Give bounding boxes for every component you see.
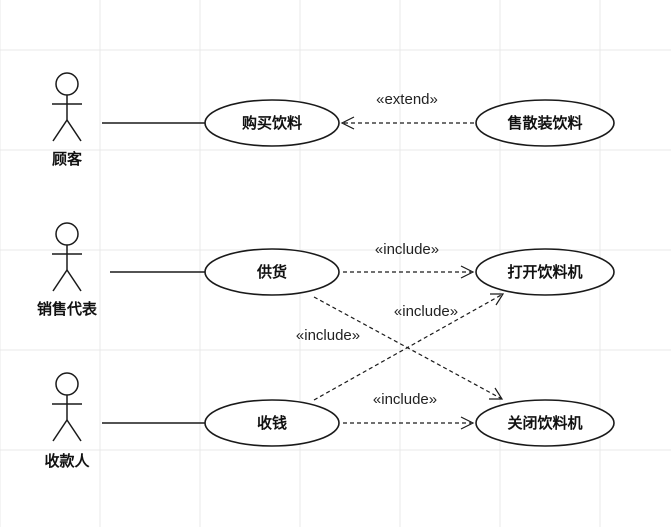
use-case-open[interactable]: 打开饮料机	[475, 248, 615, 296]
stereotype-include-supply-close-label: «include»	[296, 327, 360, 344]
stereotype-include-collect-close-label: «include»	[373, 391, 437, 408]
stereotype-include-collect-open-label: «include»	[394, 303, 458, 320]
use-case-open-label: 打开饮料机	[507, 263, 582, 281]
arrowhead-include-supply-close	[489, 387, 504, 400]
use-case-buy[interactable]: 购买饮料	[204, 99, 340, 147]
stick-figure-icon	[52, 72, 82, 142]
actor-cashier-label: 收款人	[44, 452, 90, 470]
stick-figure-icon	[52, 222, 82, 292]
stereotype-labels: «extend» «include» «include» «include» «…	[296, 91, 458, 408]
use-case-close[interactable]: 关闭饮料机	[475, 399, 615, 447]
actor-sales-rep[interactable]: 销售代表	[37, 222, 98, 318]
stick-figure-icon	[52, 372, 82, 442]
dependency-include-supply-close	[313, 296, 503, 400]
stereotype-include-supply-open-label: «include»	[375, 241, 439, 258]
use-case-supply-ellipse	[204, 248, 340, 296]
use-case-collect-label: 收钱	[257, 414, 287, 432]
stereotype-extend-label: «extend»	[376, 91, 438, 108]
use-cases: 购买饮料 售散装饮料 供货 打开饮料机 收钱 关闭饮料机	[204, 99, 615, 447]
arrowhead-include-collect-close	[460, 416, 475, 430]
use-case-buy-label: 购买饮料	[242, 114, 302, 132]
use-case-open-ellipse	[475, 248, 615, 296]
arrowhead-extend	[340, 116, 355, 130]
actor-customer[interactable]: 顾客	[52, 72, 83, 168]
use-case-buy-ellipse	[204, 99, 340, 147]
dependencies	[313, 116, 505, 430]
arrowhead-include-collect-open	[490, 293, 505, 306]
associations	[102, 122, 205, 424]
use-case-close-ellipse	[475, 399, 615, 447]
actor-cashier[interactable]: 收款人	[44, 372, 90, 470]
use-case-supply-label: 供货	[256, 263, 287, 281]
actors: 顾客 销售代表 收款人	[37, 72, 98, 470]
use-case-bulk-ellipse	[475, 99, 615, 147]
use-case-bulk[interactable]: 售散装饮料	[475, 99, 615, 147]
use-case-collect-ellipse	[204, 399, 340, 447]
use-case-collect[interactable]: 收钱	[204, 399, 340, 447]
use-case-bulk-label: 售散装饮料	[507, 114, 582, 132]
use-case-close-label: 关闭饮料机	[507, 414, 582, 432]
actor-customer-label: 顾客	[52, 150, 83, 168]
arrowhead-include-supply-open	[460, 265, 475, 279]
use-case-supply[interactable]: 供货	[204, 248, 340, 296]
dependency-include-collect-open	[313, 293, 504, 401]
actor-sales-rep-label: 销售代表	[37, 300, 98, 318]
